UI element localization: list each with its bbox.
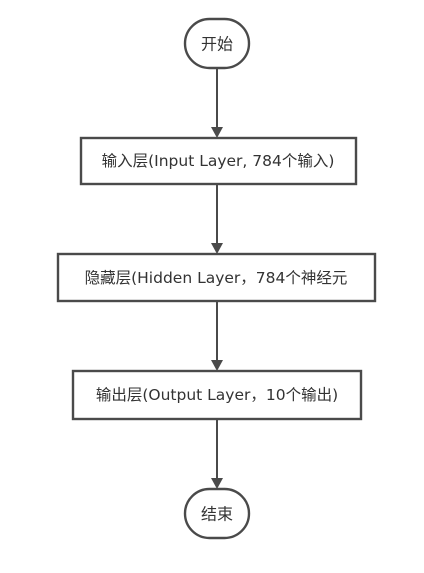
input-layer-label: 输入层(Input Layer, 784个输入) <box>102 152 335 170</box>
end-node: 结束 <box>183 487 251 540</box>
end-label: 结束 <box>201 505 233 524</box>
arrow-start-to-input <box>211 69 223 138</box>
hidden-layer-label: 隐藏层(Hidden Layer，784个神经元 <box>85 269 348 287</box>
start-node: 开始 <box>183 17 251 70</box>
output-layer-node: 输出层(Output Layer，10个输出) <box>71 369 363 421</box>
start-label: 开始 <box>201 35 233 54</box>
arrow-hidden-to-output <box>211 302 223 371</box>
arrow-output-to-end <box>211 420 223 489</box>
input-layer-node: 输入层(Input Layer, 784个输入) <box>79 136 358 186</box>
output-layer-label: 输出层(Output Layer，10个输出) <box>96 386 338 404</box>
arrow-input-to-hidden <box>211 185 223 254</box>
hidden-layer-node: 隐藏层(Hidden Layer，784个神经元 <box>56 252 377 303</box>
